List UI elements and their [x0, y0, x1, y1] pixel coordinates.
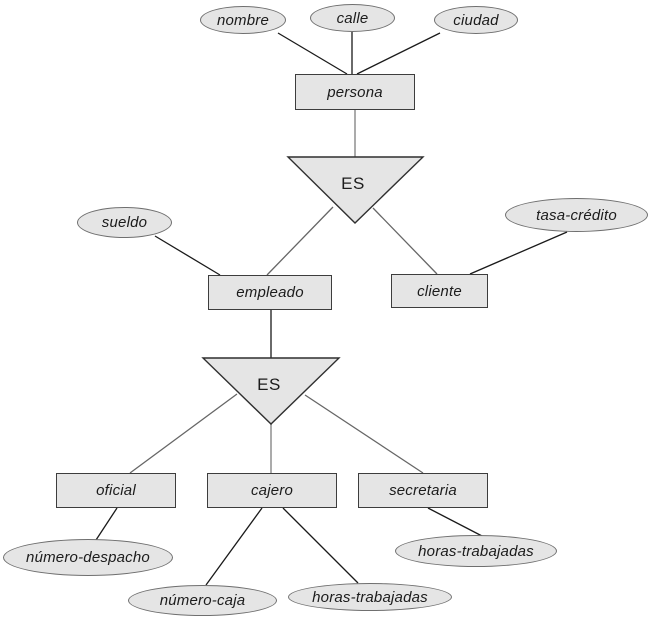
connector-isa1-empleado	[266, 206, 334, 276]
connector-isa2-oficial	[129, 393, 238, 474]
attribute-numero-caja: número-caja	[128, 585, 277, 616]
connector-isa2-secretaria	[304, 394, 424, 474]
attribute-horas-trabajadas-cajero: horas-trabajadas	[288, 583, 452, 611]
isa-triangle-superior	[286, 156, 425, 224]
entity-empleado: empleado	[208, 275, 332, 310]
attribute-nombre: nombre	[200, 6, 286, 34]
isa-label-superior: ES	[341, 174, 365, 193]
entity-cajero: cajero	[207, 473, 337, 508]
attribute-calle: calle	[310, 4, 395, 32]
attribute-tasa-credito: tasa-crédito	[505, 198, 648, 232]
entity-persona: persona	[295, 74, 415, 110]
connector-cajero-numero-caja	[205, 507, 263, 586]
connector-oficial-numero-despacho	[95, 507, 118, 541]
attribute-sueldo: sueldo	[77, 207, 172, 238]
isa-triangle-inferior	[201, 357, 341, 425]
isa-label-inferior: ES	[257, 375, 281, 394]
connector-sueldo-empleado	[154, 235, 221, 276]
attribute-numero-despacho: número-despacho	[3, 539, 173, 576]
connector-ciudad-persona	[356, 32, 441, 75]
connector-isa1-cliente	[372, 207, 438, 275]
entity-cliente: cliente	[391, 274, 488, 308]
connector-nombre-persona	[277, 32, 348, 75]
attribute-ciudad: ciudad	[434, 6, 518, 34]
entity-secretaria: secretaria	[358, 473, 488, 508]
connector-cajero-horas-trabajadas	[282, 507, 359, 584]
attribute-horas-trabajadas-secretaria: horas-trabajadas	[395, 535, 557, 567]
connector-tasa-credito-cliente	[469, 231, 568, 275]
entity-oficial: oficial	[56, 473, 176, 508]
connector-secretaria-horas-trabajadas	[427, 507, 483, 537]
